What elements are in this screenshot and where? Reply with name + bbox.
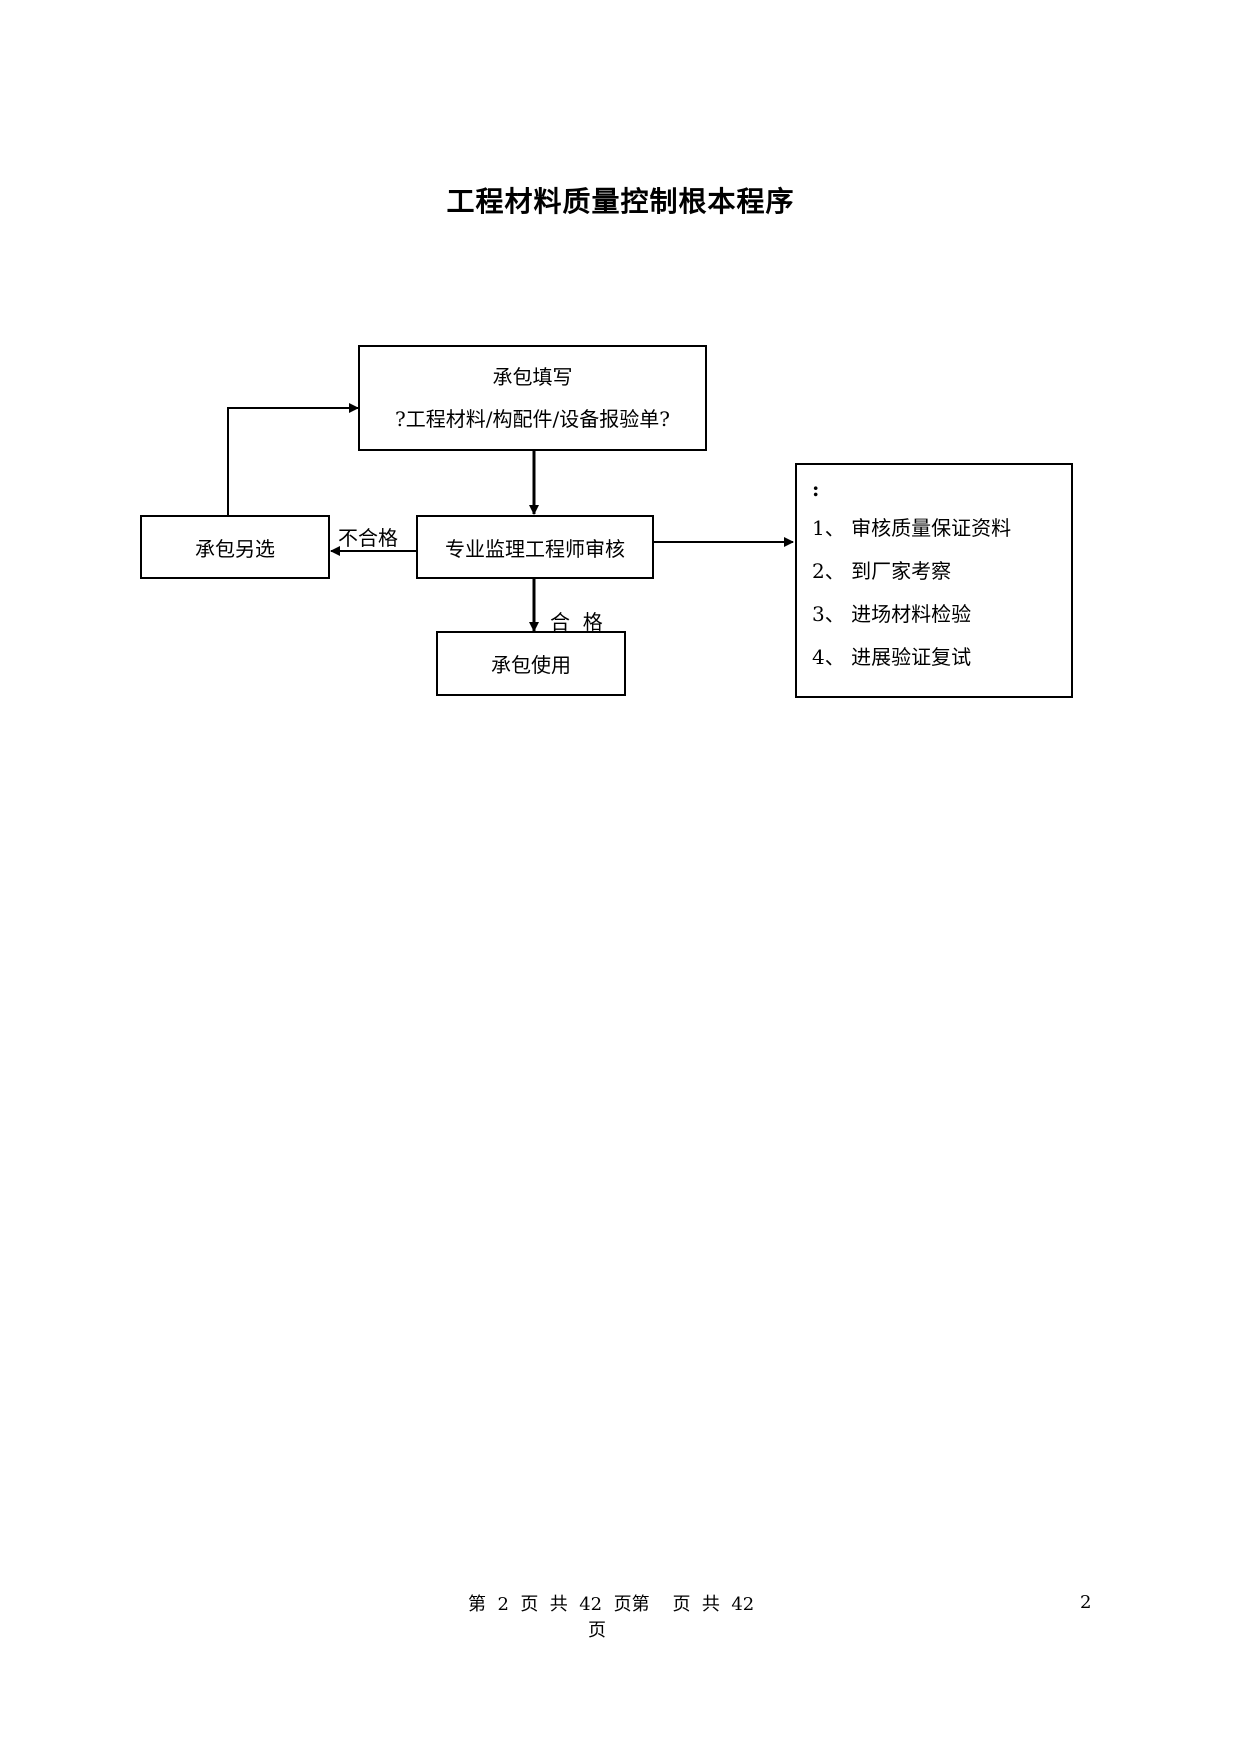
footer-line2: 页 xyxy=(588,1620,606,1641)
submit-form-line2: ?工程材料/构配件/设备报验单? xyxy=(395,407,670,431)
review-box: 专业监理工程师审核 xyxy=(416,515,654,579)
page-title: 工程材料质量控制根本程序 xyxy=(446,185,795,218)
checks-colon: : xyxy=(812,477,820,501)
footer-page-number: 2 xyxy=(1080,1592,1092,1613)
footer-page-info: 第 2 页 共 42 页第 页 共 42 页 xyxy=(468,1592,755,1644)
submit-form-line1: 承包填写 xyxy=(492,365,573,389)
accept-box: 承包使用 xyxy=(436,631,626,696)
submit-form-box: 承包填写 ?工程材料/构配件/设备报验单? xyxy=(358,345,707,451)
check-item: 1、 审核质量保证资料 xyxy=(812,516,1012,540)
check-item: 3、 进场材料检验 xyxy=(812,602,972,626)
review-checks-box: : 1、 审核质量保证资料 2、 到厂家考察 3、 进场材料检验 4、 进展验证… xyxy=(795,463,1073,698)
check-item: 2、 到厂家考察 xyxy=(812,559,952,583)
arrow-reject-to-submit xyxy=(227,403,359,515)
check-item: 4、 进展验证复试 xyxy=(812,645,972,669)
accept-label: 合 格 xyxy=(550,610,603,634)
reject-label: 不合格 xyxy=(338,526,398,550)
reject-box: 承包另选 xyxy=(140,515,330,579)
footer-line1: 第 2 页 共 42 页第 页 共 42 xyxy=(468,1594,755,1615)
